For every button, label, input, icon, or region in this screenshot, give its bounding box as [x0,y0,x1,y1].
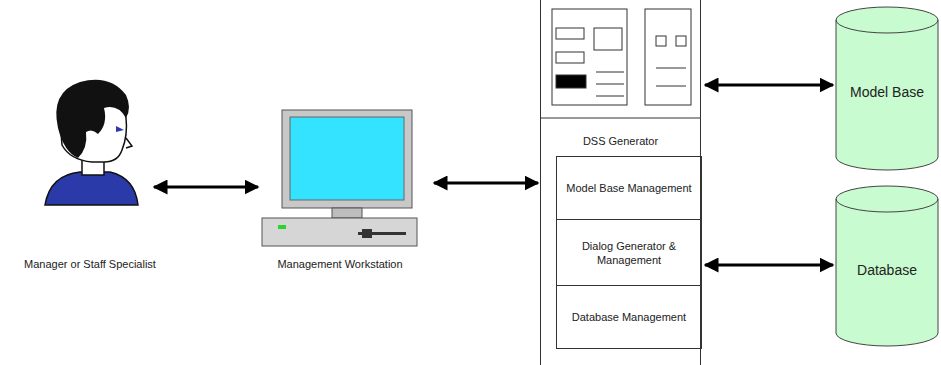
person-figure: Manager or Staff Specialist [10,80,170,280]
double-arrow [705,264,833,267]
node-label: Manager or Staff Specialist [10,258,170,271]
storage-cylinder: Model Base [835,6,939,171]
figure-area [260,108,430,248]
node-label: Database [837,262,937,279]
person-illustration [45,80,138,205]
storage-cylinder: Database [835,185,939,347]
figure-area [50,80,150,208]
double-arrow [434,182,538,185]
dss-generator-box: DSS GeneratorModel Base ManagementDialog… [540,0,701,365]
module-box: Model Base Management [556,156,702,220]
node-label: Management Workstation [250,258,430,271]
double-arrow [154,186,258,189]
double-arrow [705,84,833,87]
node-label: Model Base [837,84,937,101]
node-label: DSS Generator [541,135,700,147]
node-label: Model Base Management [566,181,691,195]
node-label: Dialog Generator & Management [563,239,695,267]
workstation-figure: Management Workstation [250,108,430,280]
screen-icons [540,9,700,118]
module-box: Dialog Generator & Management [556,219,702,286]
computer-illustration [262,110,417,246]
node-label: Database Management [572,310,686,324]
module-box: Database Management [556,285,702,349]
